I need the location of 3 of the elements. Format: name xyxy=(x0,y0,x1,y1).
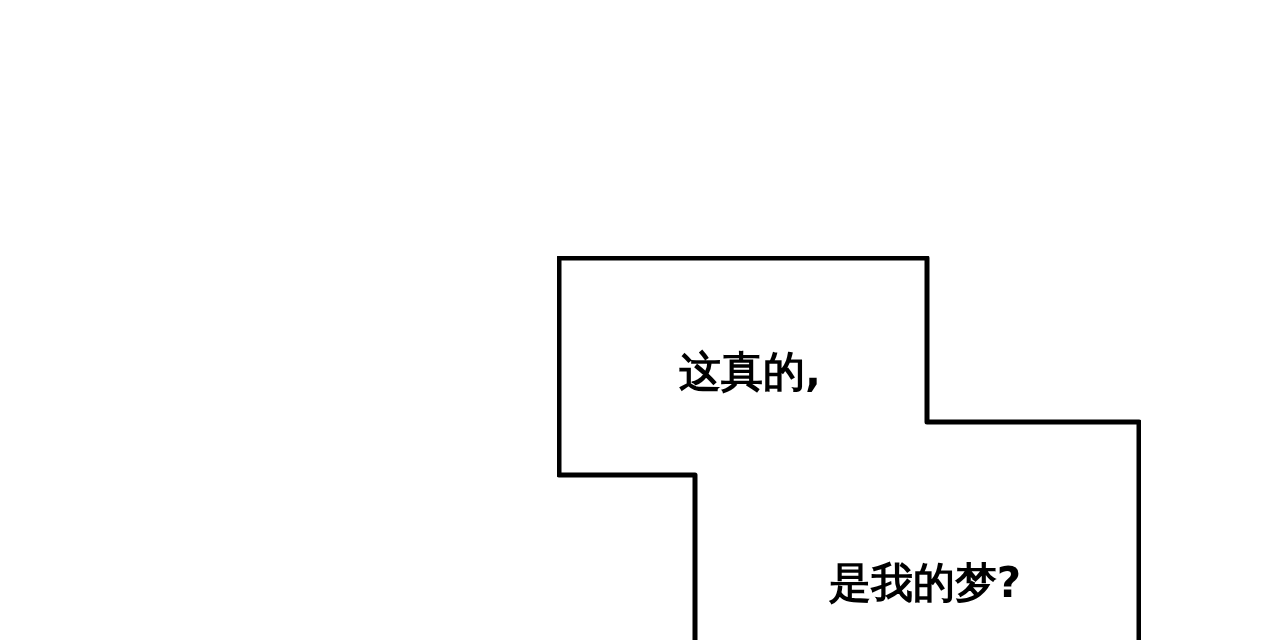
caption-box xyxy=(557,256,1141,640)
caption-text: 这真的, xyxy=(679,348,821,396)
caption-text: 是我的梦? xyxy=(828,559,1022,607)
